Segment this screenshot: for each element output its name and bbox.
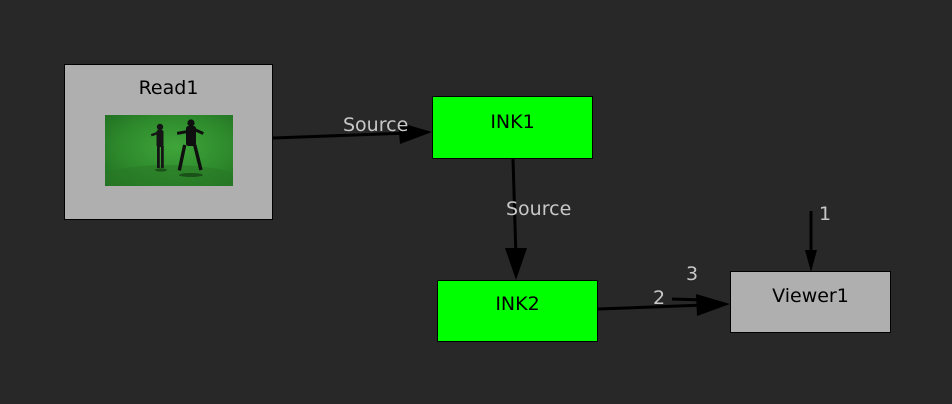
node-viewer1[interactable]: Viewer1 — [730, 271, 891, 333]
wire-label-read1-source: Source — [343, 114, 409, 136]
node-ink2-label: INK2 — [495, 293, 540, 315]
read1-thumbnail — [105, 115, 233, 186]
viewer1-input-1-arrow[interactable] — [805, 211, 817, 272]
node-read1-label: Read1 — [138, 77, 199, 99]
node-ink2[interactable]: INK2 — [437, 280, 598, 342]
node-read1[interactable]: Read1 — [64, 64, 273, 220]
viewer1-input-3-stub[interactable] — [671, 297, 705, 302]
node-ink1-label: INK1 — [490, 111, 535, 133]
wire-ink1-to-ink2[interactable] — [505, 158, 527, 280]
viewer1-input-3-label: 3 — [686, 263, 699, 285]
wire-label-ink1-source: Source — [506, 198, 572, 220]
wire-read1-to-ink1[interactable] — [272, 122, 432, 144]
viewer1-input-1-label: 1 — [819, 203, 832, 225]
wire-ink2-to-viewer1[interactable] — [597, 294, 730, 316]
node-viewer1-label: Viewer1 — [772, 285, 849, 307]
viewer1-input-2-label: 2 — [653, 287, 666, 309]
node-ink1[interactable]: INK1 — [432, 96, 593, 159]
